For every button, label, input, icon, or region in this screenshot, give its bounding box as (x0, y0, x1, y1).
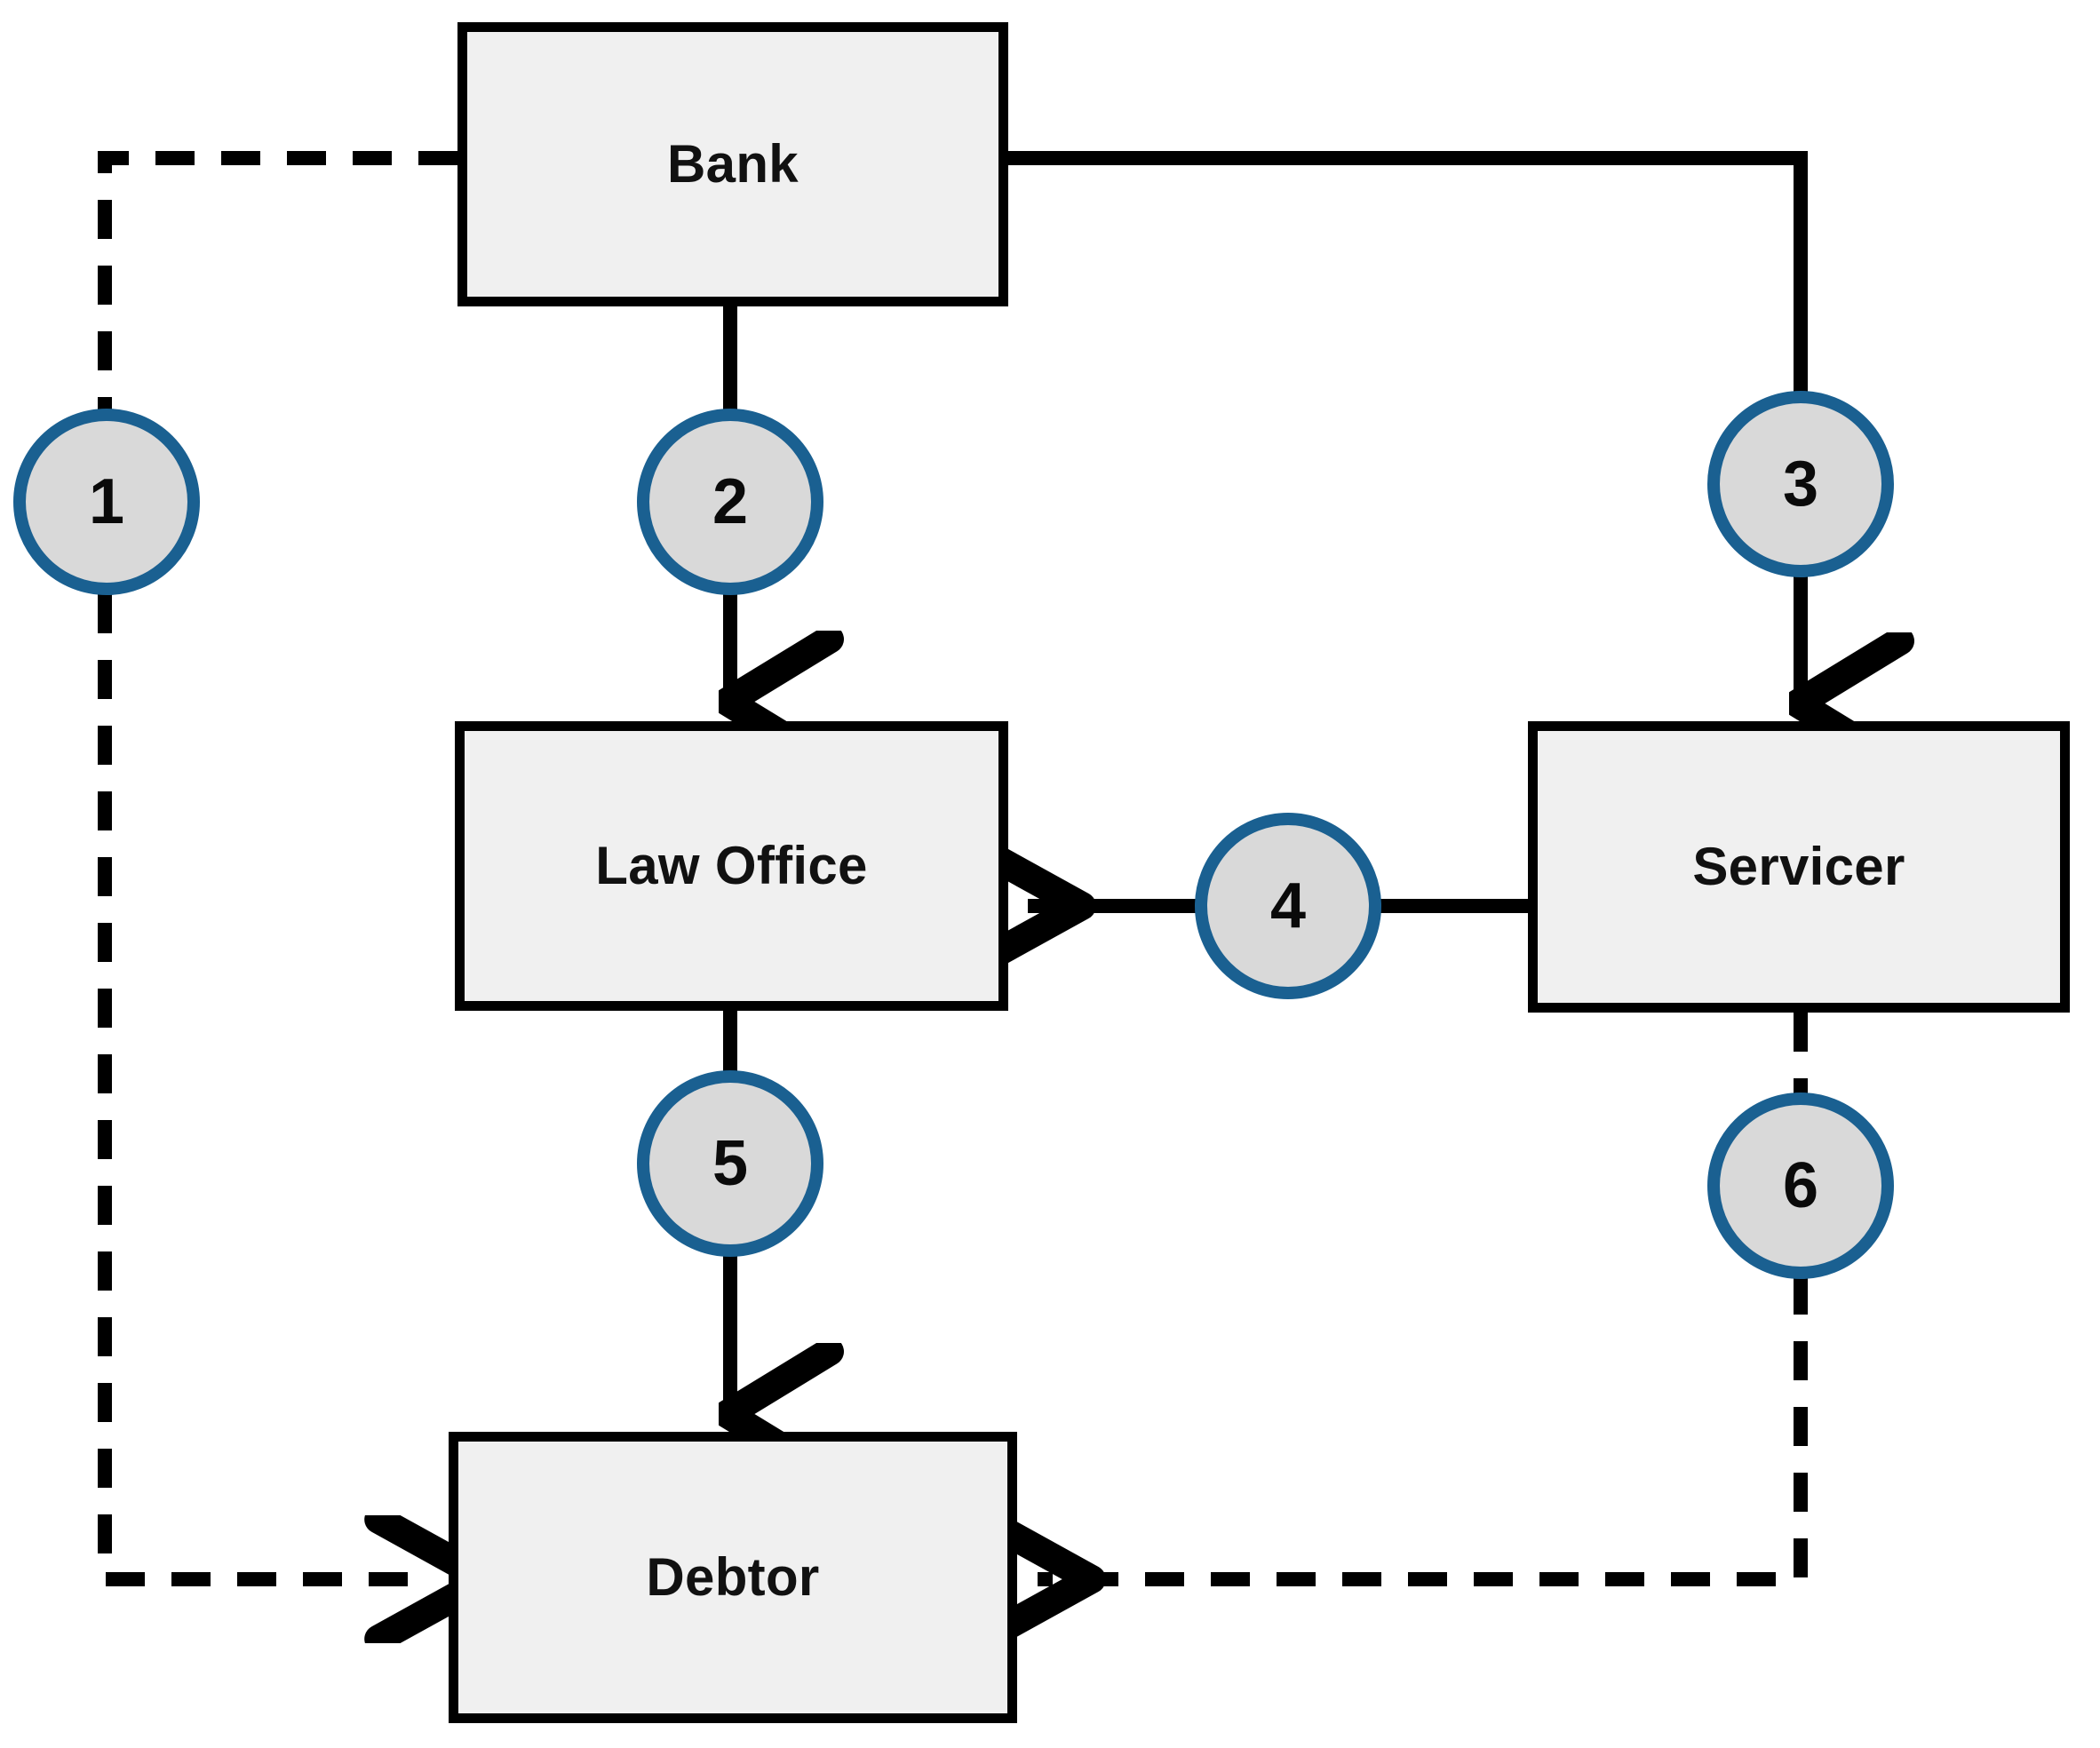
step-badge-2-number: 2 (712, 466, 749, 537)
node-bank[interactable]: Bank (457, 22, 1008, 306)
step-badge-2[interactable]: 2 (637, 409, 823, 595)
connector-step-3 (1008, 151, 1801, 703)
node-bank-label: Bank (667, 134, 799, 194)
step-badge-3[interactable]: 3 (1707, 391, 1894, 577)
step-badge-5[interactable]: 5 (637, 1070, 823, 1257)
step-badge-5-number: 5 (712, 1128, 749, 1199)
step-badge-6[interactable]: 6 (1707, 1092, 1894, 1279)
step-badge-1[interactable]: 1 (13, 409, 200, 595)
node-servicer[interactable]: Servicer (1528, 721, 2070, 1013)
step-badge-4-number: 4 (1269, 870, 1307, 942)
node-debtor-label: Debtor (646, 1547, 820, 1607)
node-law-office[interactable]: Law Office (455, 721, 1008, 1011)
step-badge-6-number: 6 (1782, 1150, 1819, 1221)
node-servicer-label: Servicer (1692, 837, 1905, 896)
connector-step-6 (1038, 1013, 1808, 1579)
step-badge-1-number: 1 (88, 466, 125, 537)
connector-step-1 (98, 151, 457, 1579)
node-debtor[interactable]: Debtor (449, 1432, 1017, 1723)
step-badge-4[interactable]: 4 (1195, 813, 1381, 999)
step-badge-3-number: 3 (1782, 449, 1819, 520)
node-law-office-label: Law Office (595, 836, 868, 895)
